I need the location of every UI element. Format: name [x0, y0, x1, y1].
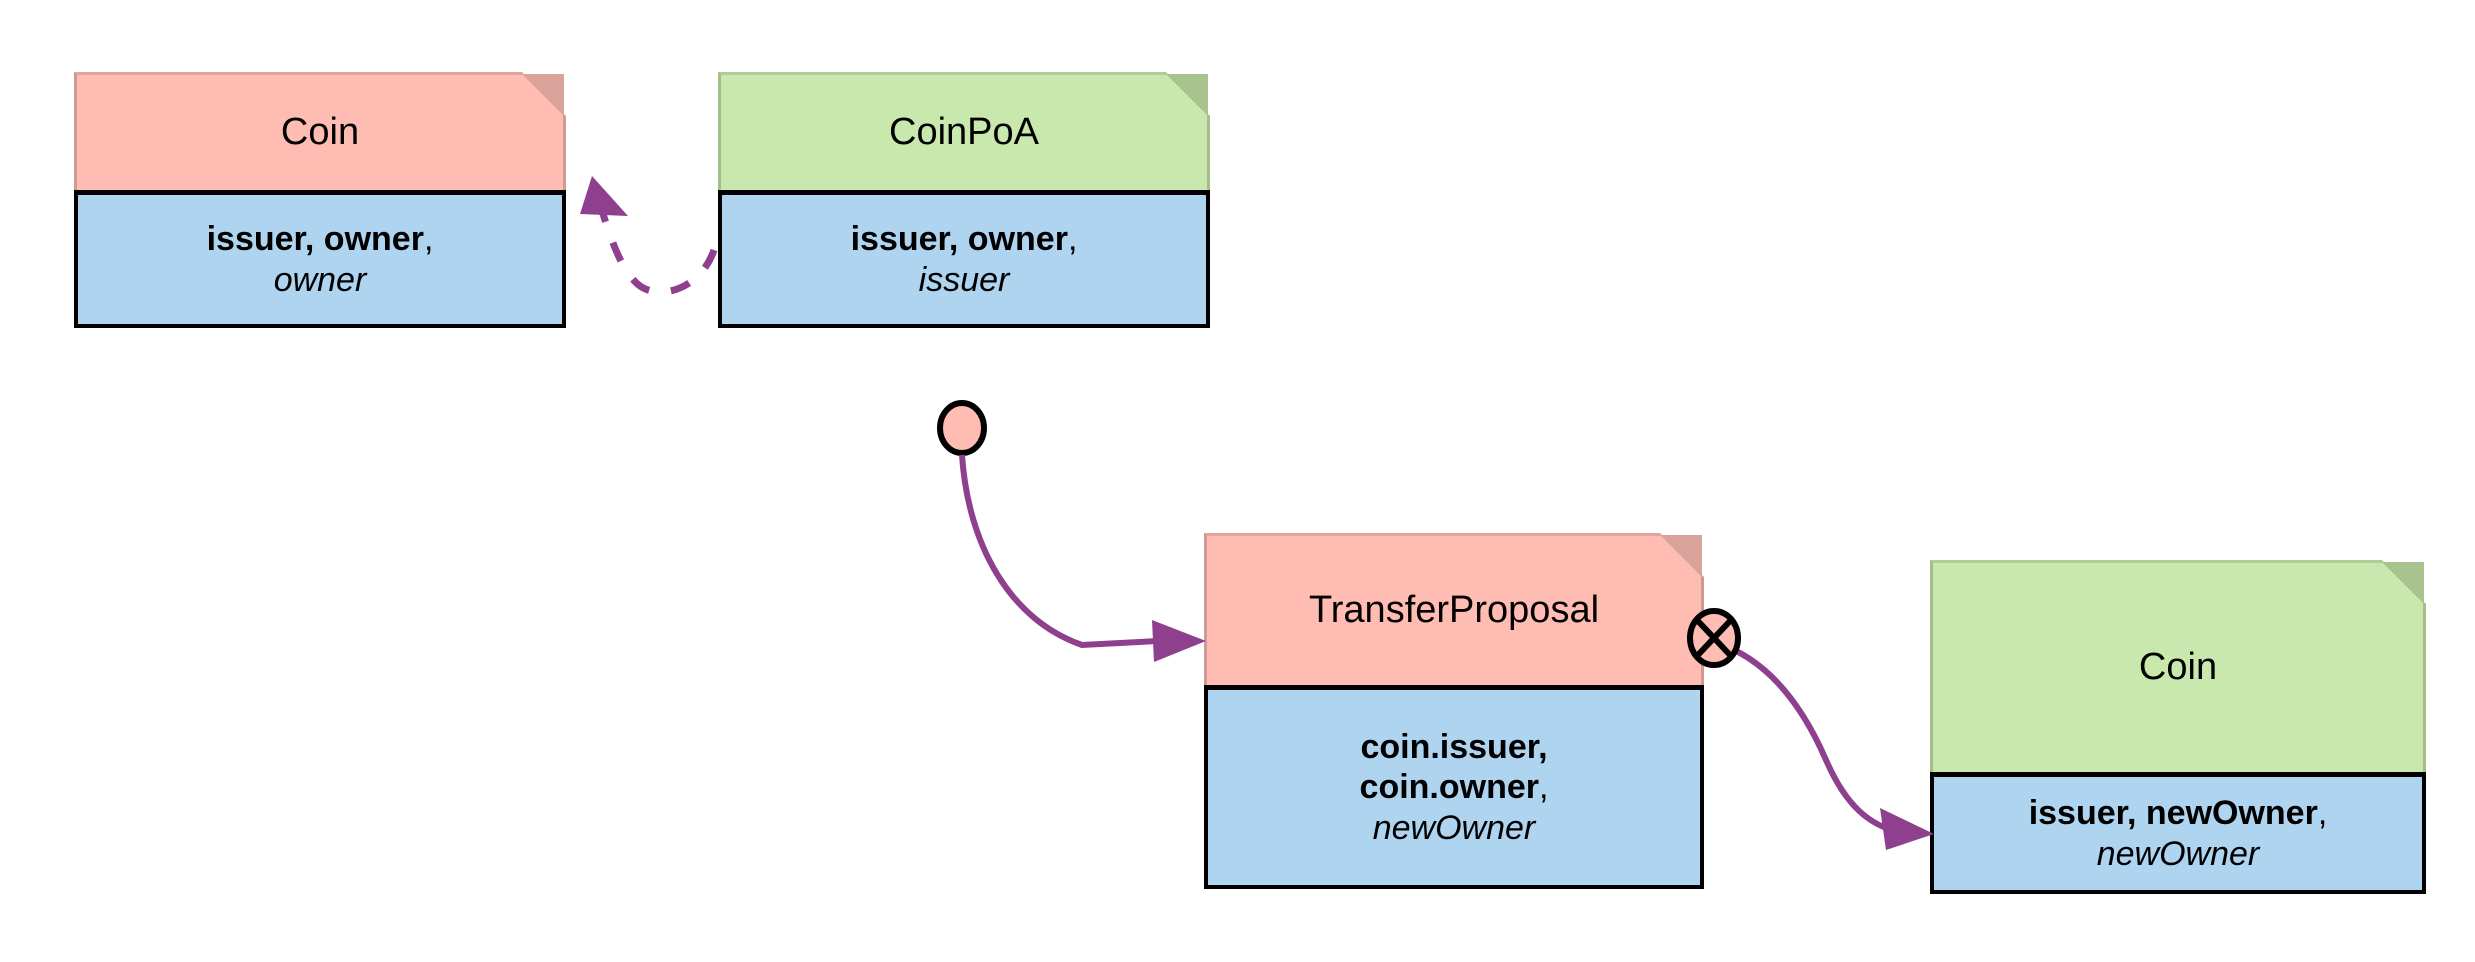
attribute-bold: coin.owner [1359, 768, 1539, 807]
dog-ear-fold-icon [1166, 74, 1208, 116]
node-body-coin-input: issuer, owner, owner [74, 190, 566, 328]
node-coinpoa[interactable]: CoinPoA issuer, owner, issuer [718, 72, 1210, 328]
arrow-head-icon [580, 176, 628, 216]
node-header-coin-output: Coin [1930, 560, 2426, 772]
attribute-line: newOwner [2097, 834, 2260, 874]
attribute-line: coin.issuer, [1360, 727, 1547, 767]
node-coin-input[interactable]: Coin issuer, owner, owner [74, 72, 566, 328]
dog-ear-fold-icon [1660, 535, 1702, 577]
dog-ear-fold-icon [522, 74, 564, 116]
attribute-line: newOwner [1373, 808, 1536, 848]
arrow-head-icon [1880, 808, 1934, 850]
attribute-italic: newOwner [1372, 808, 1536, 847]
node-body-coin-output: issuer, newOwner, newOwner [1930, 772, 2426, 894]
invocation-edge-coinpoa-to-transferproposal [959, 454, 1159, 649]
attribute-separator: , [2317, 794, 2328, 833]
invocation-edge-transferproposal-to-coin [1695, 635, 1901, 835]
node-header-coin-input: Coin [74, 72, 566, 190]
attribute-bold: issuer, newOwner [2028, 794, 2318, 833]
node-title: Coin [2138, 645, 2218, 688]
attribute-italic: newOwner [2096, 834, 2260, 873]
attribute-separator: , [423, 220, 434, 259]
attribute-bold: issuer, owner [850, 220, 1068, 259]
attribute-bold: issuer, owner [206, 220, 424, 259]
attribute-line: issuer [919, 260, 1010, 300]
attribute-line: coin.owner, [1360, 767, 1549, 807]
dependency-edge-coinpoa-to-coin [592, 190, 718, 296]
node-title: CoinPoA [889, 110, 1039, 153]
node-title: TransferProposal [1308, 588, 1600, 631]
attribute-line: issuer, owner, [207, 219, 434, 259]
arrow-head-icon [1152, 620, 1206, 662]
node-title: Coin [280, 110, 360, 153]
node-coin-output[interactable]: Coin issuer, newOwner, newOwner [1930, 560, 2426, 894]
node-header-coinpoa: CoinPoA [718, 72, 1210, 190]
attribute-italic: issuer [918, 260, 1010, 299]
attribute-line: issuer, newOwner, [2029, 793, 2328, 833]
node-transfer-proposal[interactable]: TransferProposal coin.issuer, coin.owner… [1204, 533, 1704, 889]
lollipop-port-icon[interactable] [937, 400, 987, 456]
attribute-separator: , [1539, 768, 1549, 807]
attribute-line: owner [274, 260, 367, 300]
node-body-coinpoa: issuer, owner, issuer [718, 190, 1210, 328]
node-header-transfer-proposal: TransferProposal [1204, 533, 1704, 685]
attribute-italic: owner [273, 260, 367, 299]
node-body-transfer-proposal: coin.issuer, coin.owner, newOwner [1204, 685, 1704, 889]
attribute-bold: coin.issuer, [1360, 728, 1548, 767]
attribute-separator: , [1067, 220, 1078, 259]
attribute-line: issuer, owner, [851, 219, 1078, 259]
dog-ear-fold-icon [2382, 562, 2424, 604]
